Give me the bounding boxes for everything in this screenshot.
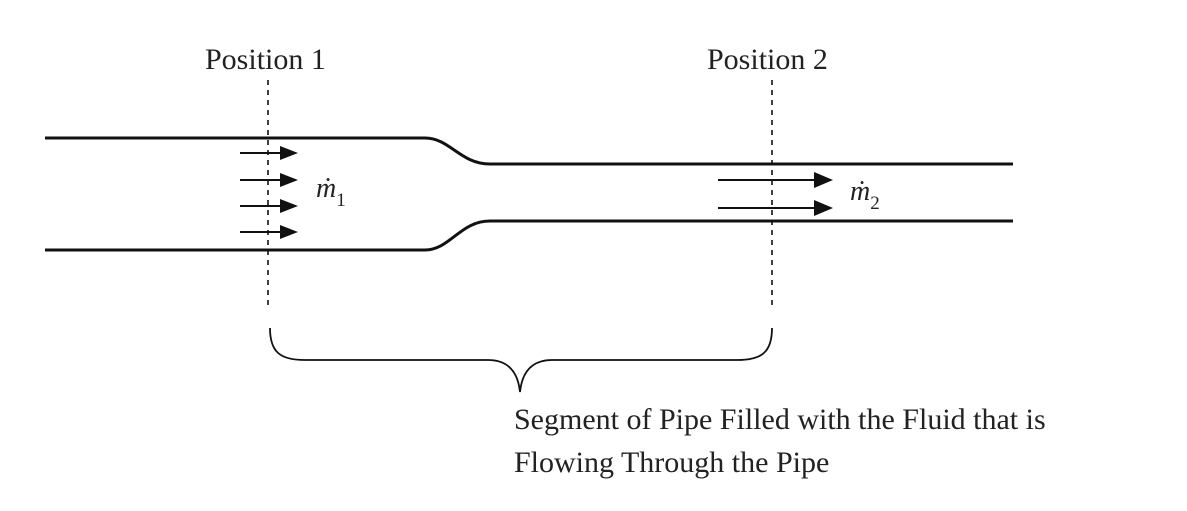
mass-flow-1-symbol: ṁ <box>316 173 336 204</box>
position-1-label: Position 1 <box>205 43 326 76</box>
inlet-arrowhead <box>280 173 298 187</box>
inlet-arrowhead <box>280 199 298 213</box>
mass-flow-2-subscript: 2 <box>870 193 880 214</box>
segment-caption-line-2: Flowing Through the Pipe <box>514 446 829 479</box>
mass-flow-2-symbol: ṁ <box>850 176 870 207</box>
mass-flow-2-label: ṁ2 <box>850 176 880 214</box>
inlet-arrowhead <box>280 225 298 239</box>
segment-brace <box>269 327 773 393</box>
outlet-arrowhead <box>814 200 833 216</box>
outlet-flow-arrows <box>718 172 833 216</box>
pipe-top-wall <box>45 136 1013 166</box>
segment-caption-line-1: Segment of Pipe Filled with the Fluid th… <box>514 403 1046 436</box>
position-2-label: Position 2 <box>707 43 828 76</box>
outlet-arrowhead <box>814 172 833 188</box>
inlet-arrowhead <box>280 146 298 160</box>
inlet-flow-arrows <box>240 146 298 239</box>
mass-flow-1-subscript: 1 <box>336 190 346 211</box>
mass-flow-1-label: ṁ1 <box>316 173 346 211</box>
pipe-bottom-wall <box>45 219 1013 252</box>
